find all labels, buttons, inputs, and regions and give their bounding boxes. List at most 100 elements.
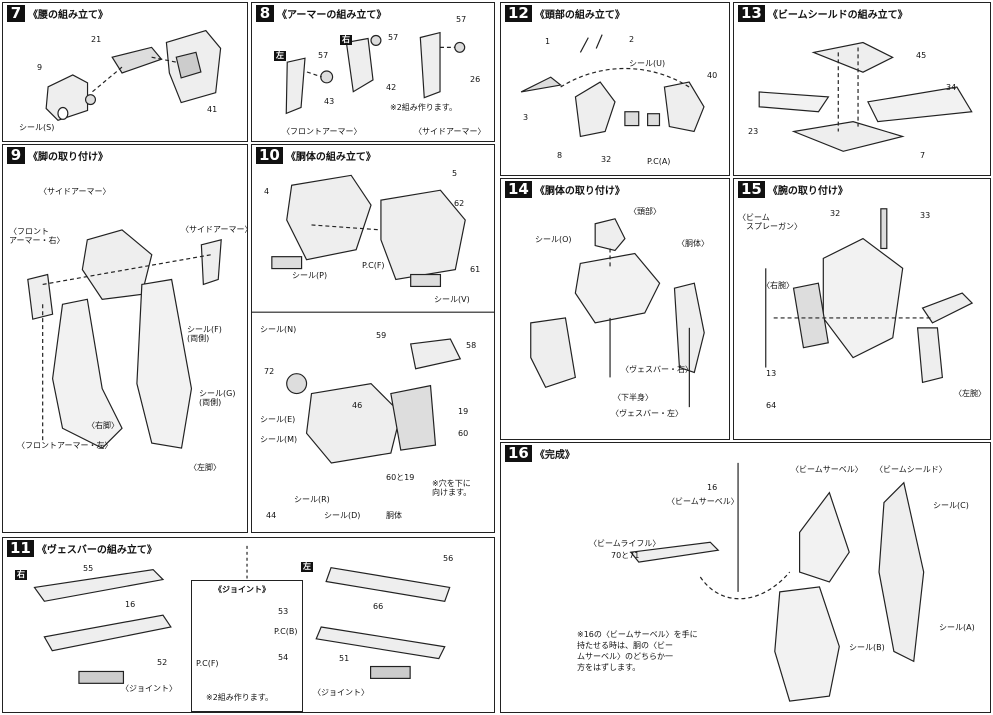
part-number-51: 51 (339, 654, 350, 663)
step-title: 《胴体の取り付け》 (534, 186, 625, 197)
waist-assembly-diagram (45, 29, 222, 121)
joint-label: 〈ジョイント〉 (121, 684, 177, 693)
step-7-panel: 7 《腰の組み立て》 21 9 41 シール(S) (2, 2, 248, 142)
part-number-42: 42 (386, 83, 397, 92)
step-10-header: 10 《胴体の組み立て》 (256, 147, 376, 164)
body-assembly-diagram (252, 174, 494, 464)
part-number-32: 32 (601, 155, 612, 164)
beam-spraygun-label: 〈ビーム スプレーガン〉 (738, 213, 802, 231)
seal-p-label: シール(P) (292, 271, 328, 280)
step-title: 《完成》 (534, 450, 575, 461)
part-number-8: 8 (557, 151, 563, 160)
part-70-and-71-label: 70と71 (611, 551, 640, 560)
left-tag: 左 (301, 562, 313, 572)
seal-b-label: シール(B) (849, 643, 885, 652)
step-number: 7 (7, 5, 25, 22)
step-title: 《腰の組み立て》 (28, 10, 108, 21)
step-number: 15 (738, 181, 765, 198)
seal-v-label: シール(V) (434, 295, 470, 304)
note-two-sets: ※2組み作ります。 (206, 693, 273, 702)
vesbar-left-label: 〈ヴェスバー・左〉 (611, 409, 683, 418)
step-number: 12 (505, 5, 532, 22)
armor-assembly-diagram (285, 31, 466, 115)
step-11-header: 11 《ヴェスバーの組み立て》 (7, 540, 157, 557)
step-12-header: 12 《頭部の組み立て》 (505, 5, 625, 22)
part-number-5: 5 (452, 169, 458, 178)
beam-shield-label: 〈ビームシールド〉 (875, 465, 947, 474)
part-number-26: 26 (470, 75, 481, 84)
part-number-33: 33 (920, 211, 931, 220)
part-number-52: 52 (157, 658, 168, 667)
leg-attachment-diagram (27, 229, 222, 449)
part-number-62: 62 (454, 199, 465, 208)
part-number-34: 34 (946, 83, 957, 92)
front-armor-right-label: 〈フロント アーマー・右〉 (9, 227, 65, 245)
part-number-60: 60 (458, 429, 469, 438)
part-60-and-19-label: 60と19 (386, 473, 415, 482)
note-two-sets: ※2組み作ります。 (390, 103, 457, 112)
step-9-header: 9 《脚の取り付け》 (7, 147, 108, 164)
part-number-54: 54 (278, 653, 289, 662)
seal-g-label: シール(G) (両側) (199, 389, 236, 407)
joint-label: 〈ジョイント〉 (313, 688, 369, 697)
lower-body-label: 〈下半身〉 (613, 393, 653, 402)
part-number-66: 66 (373, 602, 384, 611)
seal-m-label: シール(M) (260, 435, 298, 444)
seal-c-label: シール(C) (933, 501, 969, 510)
part-number-16: 16 (125, 600, 136, 609)
left-leg-label: 〈左脚〉 (189, 463, 221, 472)
side-armor-right-label: 〈サイドアーマー〉 (181, 225, 248, 234)
seal-e-label: シール(E) (260, 415, 296, 424)
step-title: 《腕の取り付け》 (767, 186, 848, 197)
step-10-panel: 10 《胴体の組み立て》 4 5 62 61 シール(P) P.C(F) シール… (251, 144, 495, 533)
part-number-41: 41 (207, 105, 218, 114)
pc-b-label: P.C(B) (274, 627, 298, 636)
body-label: 〈胴体〉 (677, 239, 709, 248)
pc-a-label: P.C(A) (647, 157, 671, 166)
step-8-header: 8 《アーマーの組み立て》 (256, 5, 386, 22)
left-arm-label: 〈左腕〉 (954, 389, 986, 398)
head-assembly-diagram (520, 34, 705, 138)
seal-u-label: シール(U) (629, 59, 666, 68)
beam-rifle-label: 〈ビームライフル〉 (589, 539, 661, 548)
note-hole-down: ※穴を下に 向けます。 (432, 479, 472, 497)
step-number: 14 (505, 181, 532, 198)
part-number-23: 23 (748, 127, 759, 136)
step-title: 《アーマーの組み立て》 (277, 10, 387, 21)
right-tag: 右 (15, 570, 27, 580)
part-number-40: 40 (707, 71, 718, 80)
part-number-43: 43 (324, 97, 335, 106)
right-leg-label: 〈右脚〉 (87, 421, 119, 430)
part-number-4: 4 (264, 187, 270, 196)
step-title: 《胴体の組み立て》 (285, 152, 376, 163)
step-number: 11 (7, 540, 34, 557)
seal-o-label: シール(O) (535, 235, 572, 244)
step-16-header: 16 《完成》 (505, 445, 575, 462)
step-15-header: 15 《腕の取り付け》 (738, 181, 848, 198)
step-15-panel: 15 《腕の取り付け》 〈ビーム スプレーガン〉 32 33 〈右腕〉 13 6… (733, 178, 991, 440)
pc-f-label: P.C(F) (196, 659, 219, 668)
joint-inset: 《ジョイント》 53 P.C(B) P.C(F) 54 ※2組み作ります。 (191, 580, 303, 712)
seal-f-label: シール(F) (両側) (187, 325, 222, 343)
note-beam-saber: ※16の〈ビームサーベル〉を手に 持たせる時は、胴の〈ビー ムサーベル〉のどちら… (577, 630, 698, 672)
part-number-1: 1 (545, 37, 551, 46)
step-9-panel: 9 《脚の取り付け》 〈サイドアーマー〉 〈サイドアーマー〉 〈フロント アーマ… (2, 144, 248, 533)
step-13-header: 13 《ビームシールドの組み立て》 (738, 5, 908, 22)
arm-attachment-diagram (765, 208, 974, 384)
part-number-57: 57 (318, 51, 329, 60)
part-number-64: 64 (766, 401, 777, 410)
beam-saber-top-label: 〈ビームサーベル〉 (791, 465, 863, 474)
part-number-72: 72 (264, 367, 275, 376)
completed-model-diagram (629, 462, 925, 702)
part-number-3: 3 (523, 113, 529, 122)
step-title: 《ヴェスバーの組み立て》 (36, 545, 157, 556)
beam-saber-label: 〈ビームサーベル〉 (667, 497, 739, 506)
part-number-19: 19 (458, 407, 469, 416)
part-number-45: 45 (916, 51, 927, 60)
seal-n-label: シール(N) (260, 325, 297, 334)
step-8-panel: 8 《アーマーの組み立て》 左 右 57 57 57 43 42 26 ※2組み… (251, 2, 495, 142)
part-number-59: 59 (376, 331, 387, 340)
seal-s-label: シール(S) (19, 123, 55, 132)
step-number: 9 (7, 147, 25, 164)
body-label: 胴体 (386, 511, 402, 520)
